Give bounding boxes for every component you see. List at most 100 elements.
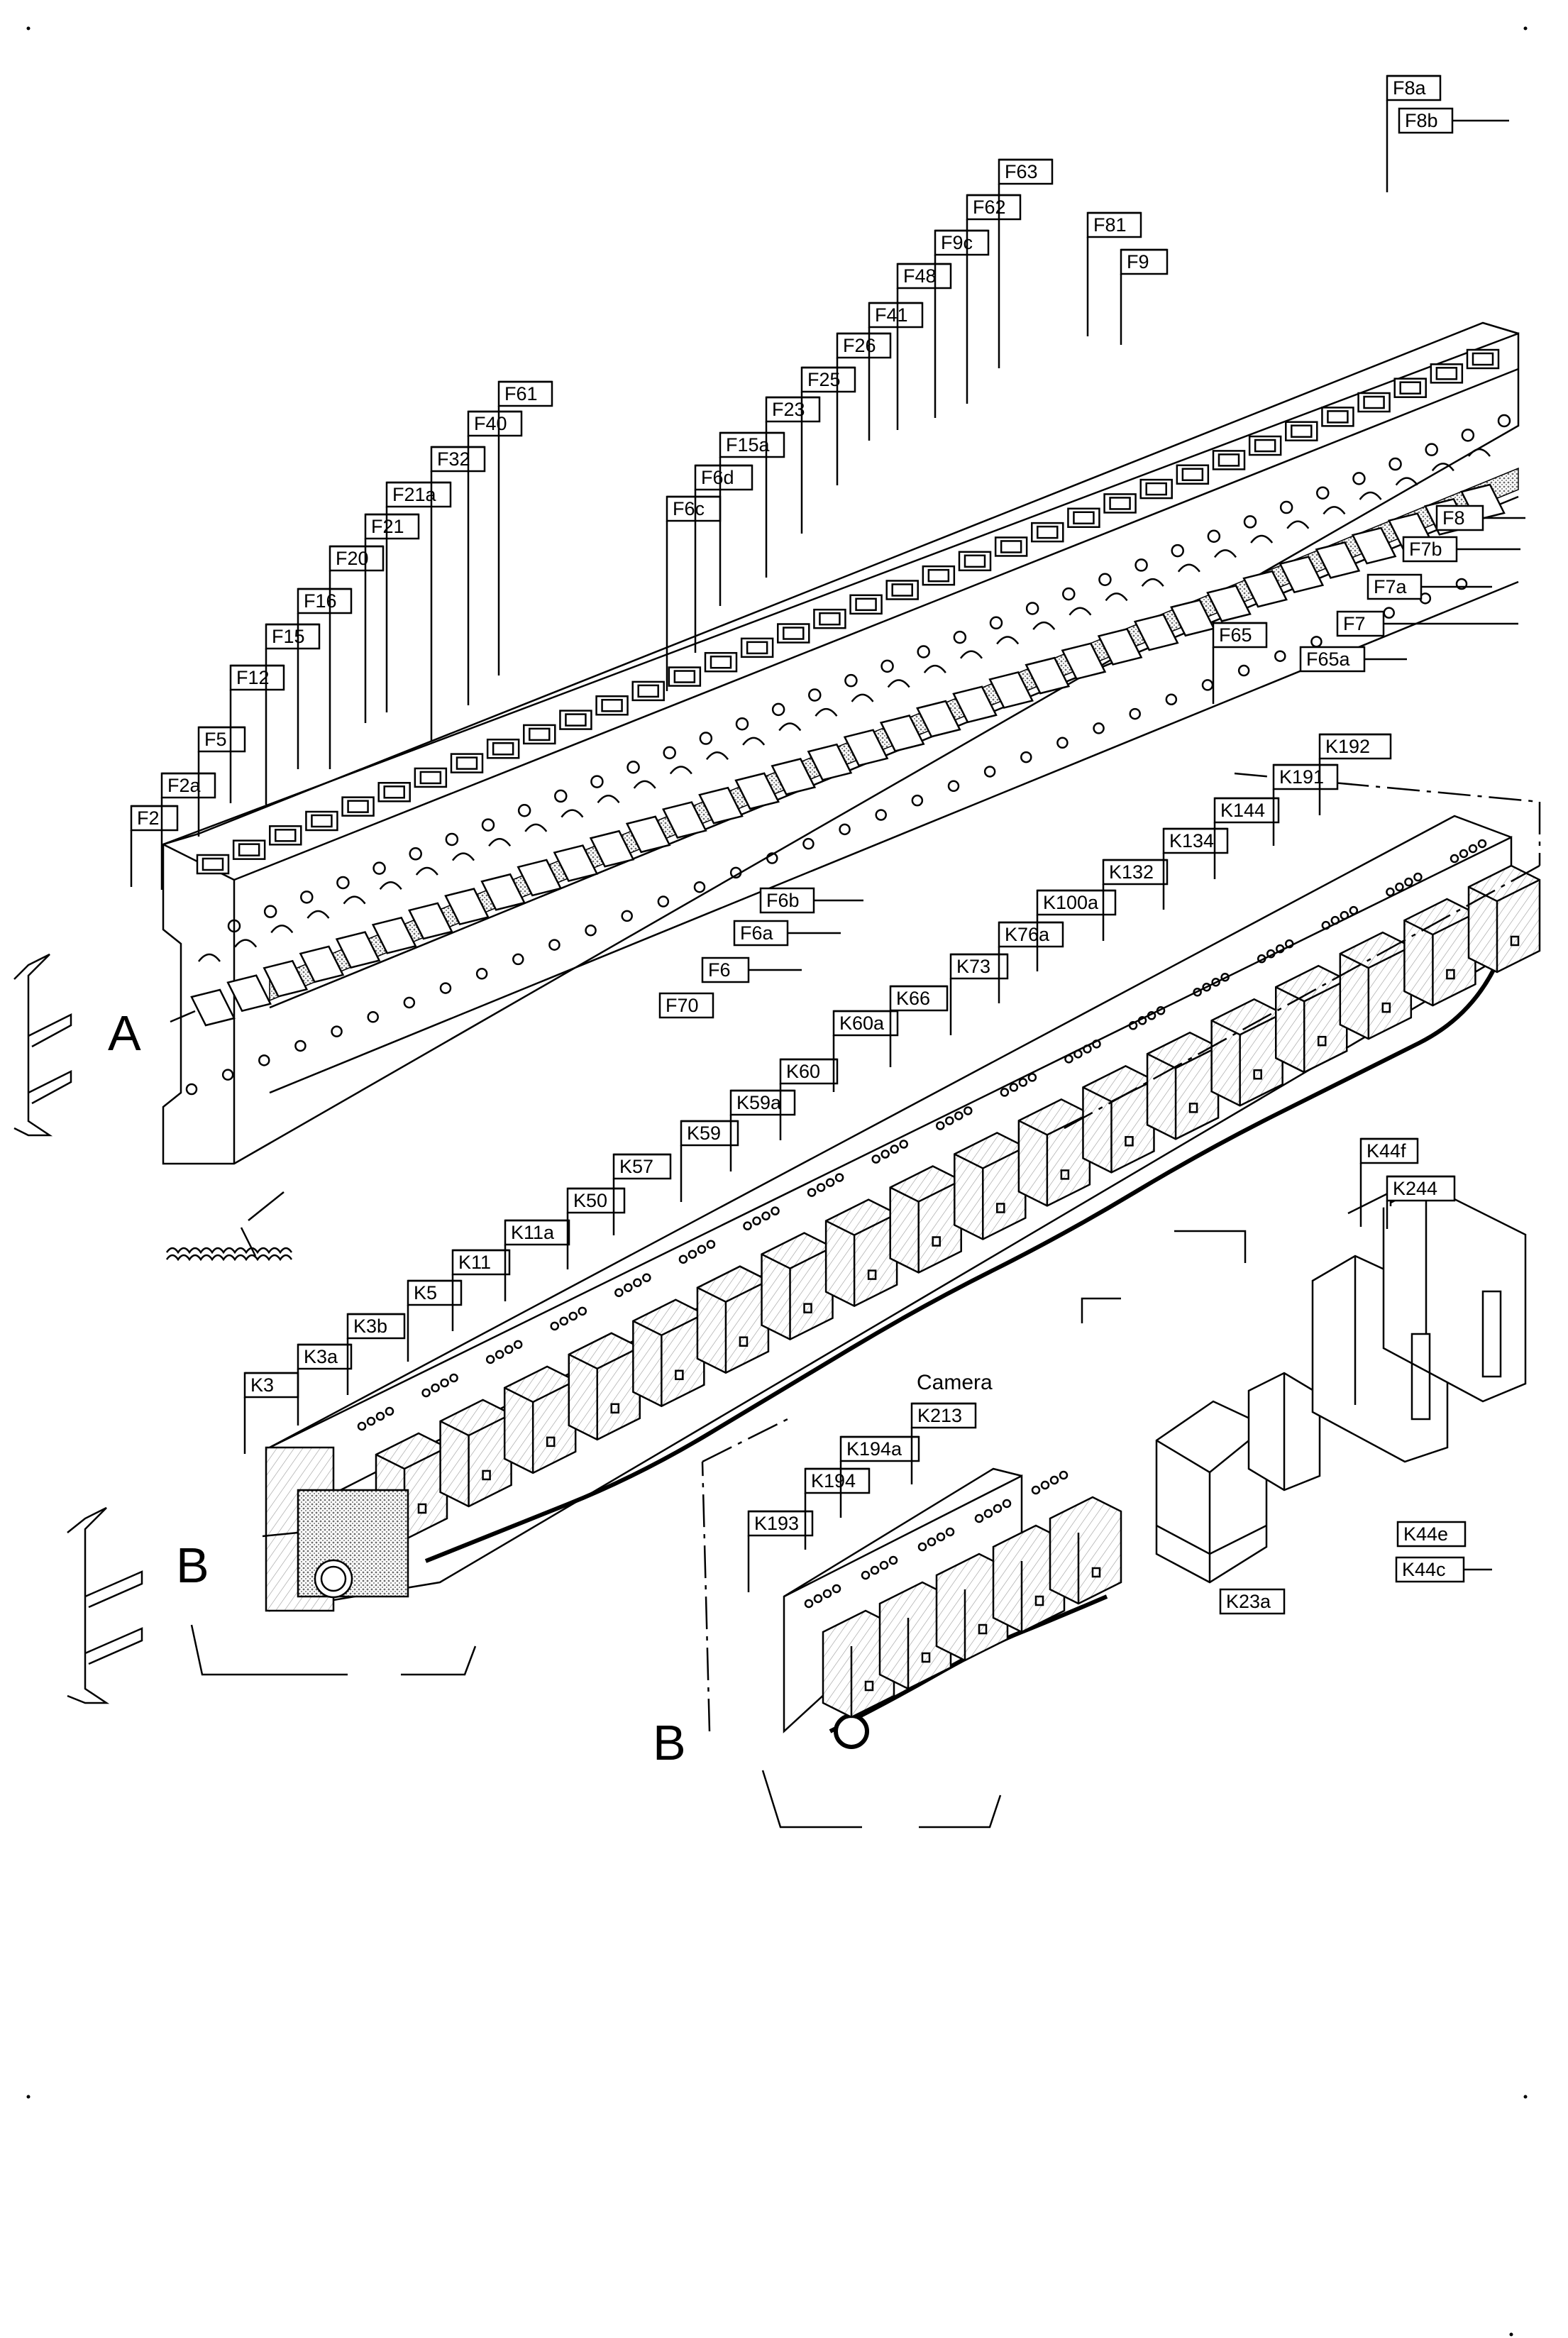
callout-text: F16 bbox=[304, 590, 337, 612]
fuse-module bbox=[1310, 407, 1366, 648]
fuse-module bbox=[1093, 493, 1148, 734]
callout-k60: K60 bbox=[779, 1058, 839, 1140]
relay-base bbox=[262, 1446, 409, 1612]
callout-text: F63 bbox=[1005, 161, 1038, 182]
relay-module bbox=[1386, 872, 1476, 1007]
callout-text: K194 bbox=[811, 1470, 856, 1491]
fuse-module bbox=[1347, 392, 1402, 634]
callout-text: K3 bbox=[250, 1374, 274, 1396]
callout-text: F26 bbox=[843, 335, 876, 356]
callout-text: K44f bbox=[1367, 1140, 1406, 1162]
fuse-module bbox=[693, 651, 749, 893]
din-rail-profile-b bbox=[67, 1506, 143, 1704]
callout-f65a: F65a bbox=[1299, 646, 1407, 673]
callout-f2a: F2a bbox=[160, 772, 216, 890]
callout-text: F21a bbox=[392, 484, 437, 505]
callout-k100a: K100a bbox=[1036, 889, 1117, 971]
callout-k59a: K59a bbox=[729, 1089, 796, 1171]
fuse-module bbox=[294, 810, 350, 1052]
callout-k192: K192 bbox=[1318, 733, 1392, 815]
callout-text: K193 bbox=[754, 1513, 799, 1534]
callout-text: F65 bbox=[1219, 624, 1252, 646]
callout-text: K11 bbox=[458, 1252, 491, 1273]
callout-box bbox=[910, 1402, 977, 1429]
callout-f48: F48 bbox=[896, 263, 952, 430]
callout-text: F61 bbox=[504, 383, 538, 404]
callout-text: F65a bbox=[1306, 649, 1351, 670]
fuse-module bbox=[1129, 478, 1184, 720]
callout-box bbox=[328, 545, 385, 572]
callout-text: F6 bbox=[708, 959, 731, 981]
callout-box bbox=[800, 366, 856, 393]
callout-text: F70 bbox=[666, 995, 699, 1016]
callout-box bbox=[1336, 610, 1385, 637]
callout-k3: K3 bbox=[243, 1372, 299, 1454]
callout-text: F32 bbox=[437, 448, 470, 470]
relay-module bbox=[936, 1106, 1027, 1240]
callout-f15a: F15a bbox=[719, 431, 785, 606]
callout-k3a: K3a bbox=[297, 1343, 353, 1426]
callout-box bbox=[430, 446, 486, 473]
callout-text: K76a bbox=[1005, 924, 1050, 945]
relay-rail-wire bbox=[424, 922, 1513, 1563]
section-label-b-detail: B bbox=[653, 1715, 686, 1770]
relay-module bbox=[871, 1140, 962, 1274]
fuse-module bbox=[1056, 507, 1112, 749]
fuse-module bbox=[221, 839, 277, 1081]
callout-box bbox=[694, 464, 753, 491]
fuse-module bbox=[475, 739, 531, 980]
callout-k194a: K194a bbox=[839, 1435, 920, 1518]
callout-box bbox=[467, 410, 523, 437]
relay-module bbox=[1128, 1006, 1220, 1140]
fuse-module bbox=[1020, 522, 1076, 763]
relay-module bbox=[614, 1273, 705, 1408]
callout-text: K57 bbox=[619, 1156, 653, 1177]
callout-f26: F26 bbox=[836, 332, 892, 485]
fuse-module bbox=[1201, 450, 1257, 691]
brackets bbox=[190, 1230, 1247, 1829]
callout-box bbox=[868, 302, 924, 329]
callout-text: F8 bbox=[1442, 507, 1465, 529]
callout-k59: K59 bbox=[680, 1120, 739, 1202]
callout-f9c: F9c bbox=[934, 229, 990, 418]
callout-box bbox=[832, 1010, 899, 1037]
comb-busbar bbox=[165, 1191, 293, 1262]
relay-module bbox=[485, 1340, 577, 1474]
camera-relay-module bbox=[917, 1527, 1009, 1662]
callout-text: F9c bbox=[941, 232, 973, 253]
callout-f65: F65 bbox=[1212, 622, 1268, 704]
callout-f81: F81 bbox=[1086, 211, 1142, 336]
callout-f2: F2 bbox=[130, 805, 179, 887]
callout-text: F15a bbox=[726, 434, 771, 456]
callout-box bbox=[160, 772, 216, 799]
callout-f7b: F7b bbox=[1402, 536, 1520, 563]
callout-text: F20 bbox=[336, 548, 369, 569]
callout-box bbox=[1435, 504, 1484, 531]
callout-k66: K66 bbox=[889, 985, 949, 1067]
camera-relay-module bbox=[974, 1499, 1066, 1633]
callout-f20: F20 bbox=[328, 545, 385, 769]
din-rail-profile-a bbox=[13, 953, 72, 1137]
callout-text: K5 bbox=[414, 1282, 437, 1303]
callout-k134: K134 bbox=[1162, 827, 1229, 910]
relay-module bbox=[807, 1173, 898, 1307]
callout-f32: F32 bbox=[430, 446, 486, 741]
callout-text: F40 bbox=[474, 413, 507, 434]
callout-k3b: K3b bbox=[346, 1313, 406, 1395]
callout-box bbox=[1396, 1521, 1467, 1548]
callout-box bbox=[804, 1467, 871, 1494]
callout-k57: K57 bbox=[612, 1153, 672, 1235]
callout-box bbox=[1402, 536, 1458, 563]
fuse-module bbox=[911, 565, 967, 807]
callout-f21: F21 bbox=[364, 513, 420, 723]
callout-box bbox=[566, 1187, 626, 1214]
callout-k23a: K23a bbox=[1219, 1588, 1286, 1615]
callout-k60a: K60a bbox=[832, 1010, 899, 1092]
relay-module bbox=[1193, 972, 1283, 1107]
camera-relay-modules bbox=[804, 1470, 1122, 1719]
callout-text: K66 bbox=[896, 988, 930, 1009]
callout-k44c: K44c bbox=[1395, 1556, 1492, 1583]
callout-text: F8b bbox=[1405, 110, 1438, 131]
callout-text: F48 bbox=[903, 265, 937, 287]
